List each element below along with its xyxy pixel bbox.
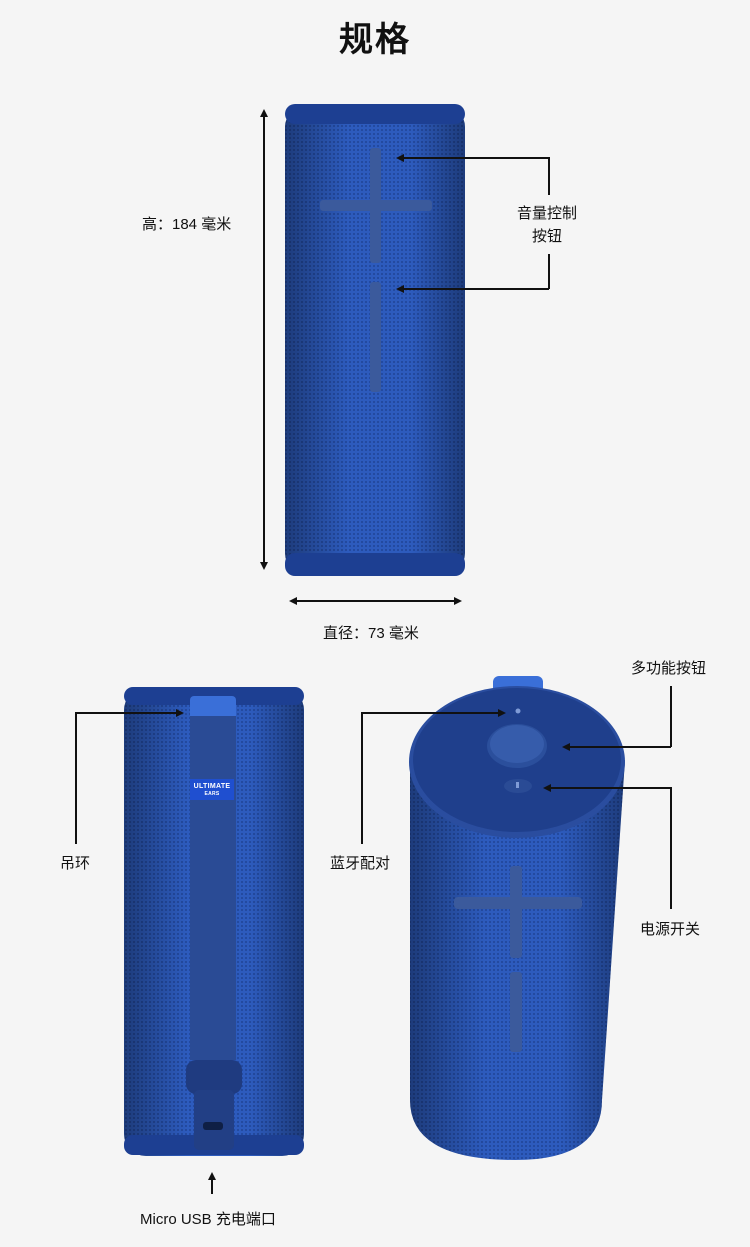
multi-function-leader-vertical — [670, 686, 672, 747]
power-leader-vertical — [670, 787, 672, 909]
diameter-dimension-line — [296, 600, 454, 602]
multi-function-arrow-icon — [562, 743, 570, 751]
strap-label: 吊环 — [60, 855, 91, 872]
bluetooth-leader-vertical — [361, 712, 363, 844]
volume-down-leader-vertical — [548, 254, 550, 289]
bluetooth-arrow-icon — [498, 709, 506, 717]
bluetooth-leader — [361, 712, 498, 714]
multi-function-label: 多功能按钮 — [631, 660, 707, 677]
height-label: 高：184 毫米 — [142, 216, 232, 233]
speaker-front-image — [285, 104, 465, 576]
page-title: 规格 — [339, 21, 411, 59]
volume-down-leader — [404, 288, 549, 290]
usb-leader — [211, 1180, 213, 1194]
strap-leader — [75, 712, 176, 714]
ultimate-ears-badge: ULTIMATE EARS — [190, 779, 234, 800]
strap-arrow-icon — [176, 709, 184, 717]
badge-line2: EARS — [204, 791, 220, 797]
volume-down-arrow-icon — [396, 285, 404, 293]
badge-line1: ULTIMATE — [193, 783, 231, 790]
height-arrow-top-icon — [260, 109, 268, 117]
volume-label-line2: 按钮 — [531, 228, 562, 245]
power-arrow-icon — [543, 784, 551, 792]
usb-arrow-icon — [208, 1172, 216, 1180]
volume-up-leader — [404, 157, 549, 159]
volume-up-arrow-icon — [396, 154, 404, 162]
diameter-arrow-left-icon — [289, 597, 297, 605]
power-leader — [551, 787, 671, 789]
volume-up-leader-vertical — [548, 157, 550, 195]
power-label: 电源开关 — [640, 921, 701, 938]
height-arrow-bottom-icon — [260, 562, 268, 570]
usb-label: Micro USB 充电端口 — [140, 1211, 276, 1228]
volume-label-line1: 音量控制 — [516, 205, 577, 222]
diameter-label: 直径：73 毫米 — [323, 625, 419, 642]
multi-function-leader — [570, 746, 671, 748]
height-dimension-line — [263, 116, 265, 562]
diameter-arrow-right-icon — [454, 597, 462, 605]
bluetooth-label: 蓝牙配对 — [330, 855, 391, 872]
strap-leader-vertical — [75, 712, 77, 844]
